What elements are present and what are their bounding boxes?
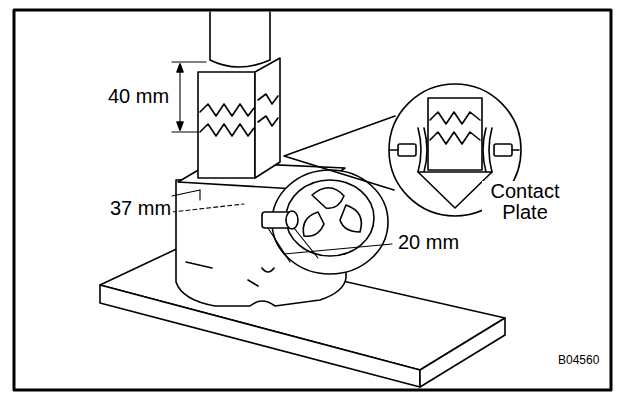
figure-code: B04560 — [556, 354, 601, 367]
roller-left — [398, 144, 416, 156]
fan-housing-inner — [286, 180, 374, 256]
jig-front — [198, 72, 255, 178]
part-label: Contact Plate — [482, 181, 568, 223]
roller-right — [494, 144, 512, 156]
label-holder: Contact Plate — [482, 181, 568, 223]
dimension-line — [284, 244, 392, 254]
fan-housing — [272, 170, 388, 274]
extension-line — [199, 190, 200, 200]
label-holder: 20 mm — [396, 232, 461, 253]
contact-plate-symbol — [418, 128, 492, 172]
base-block-side — [420, 318, 505, 387]
dimension-arrow — [177, 122, 183, 130]
label-holder: 40 mm — [106, 86, 171, 107]
label-holder: B04560 — [556, 350, 601, 368]
extension-line — [268, 228, 290, 262]
housing-detail — [262, 268, 274, 272]
dimension-label: 37 mm — [108, 198, 173, 219]
fan-blades — [303, 188, 361, 237]
jig-side — [255, 58, 280, 178]
housing-detail — [186, 262, 258, 286]
shaft-end — [286, 211, 298, 229]
detail-jig — [428, 98, 482, 170]
jig-wave-pattern — [258, 94, 278, 126]
detail-pointer — [284, 116, 395, 190]
dimension-line — [172, 190, 200, 196]
extension-line — [172, 131, 198, 132]
roller-axle — [512, 149, 519, 151]
label-holder: 37 mm — [108, 198, 173, 219]
detail-wave-pattern — [430, 112, 480, 144]
figure-frame — [14, 10, 611, 390]
jig-wave-pattern — [200, 104, 254, 136]
roller-axle — [390, 149, 398, 151]
dimension-line — [172, 204, 244, 212]
dimension-line — [179, 64, 180, 130]
extension-line — [294, 228, 318, 258]
dimension-arrow — [177, 64, 183, 72]
press-ram — [210, 12, 270, 67]
detail-support — [418, 172, 492, 208]
dimension-label: 40 mm — [106, 86, 171, 107]
extension-line — [172, 61, 206, 62]
dimension-label: 20 mm — [396, 232, 461, 253]
